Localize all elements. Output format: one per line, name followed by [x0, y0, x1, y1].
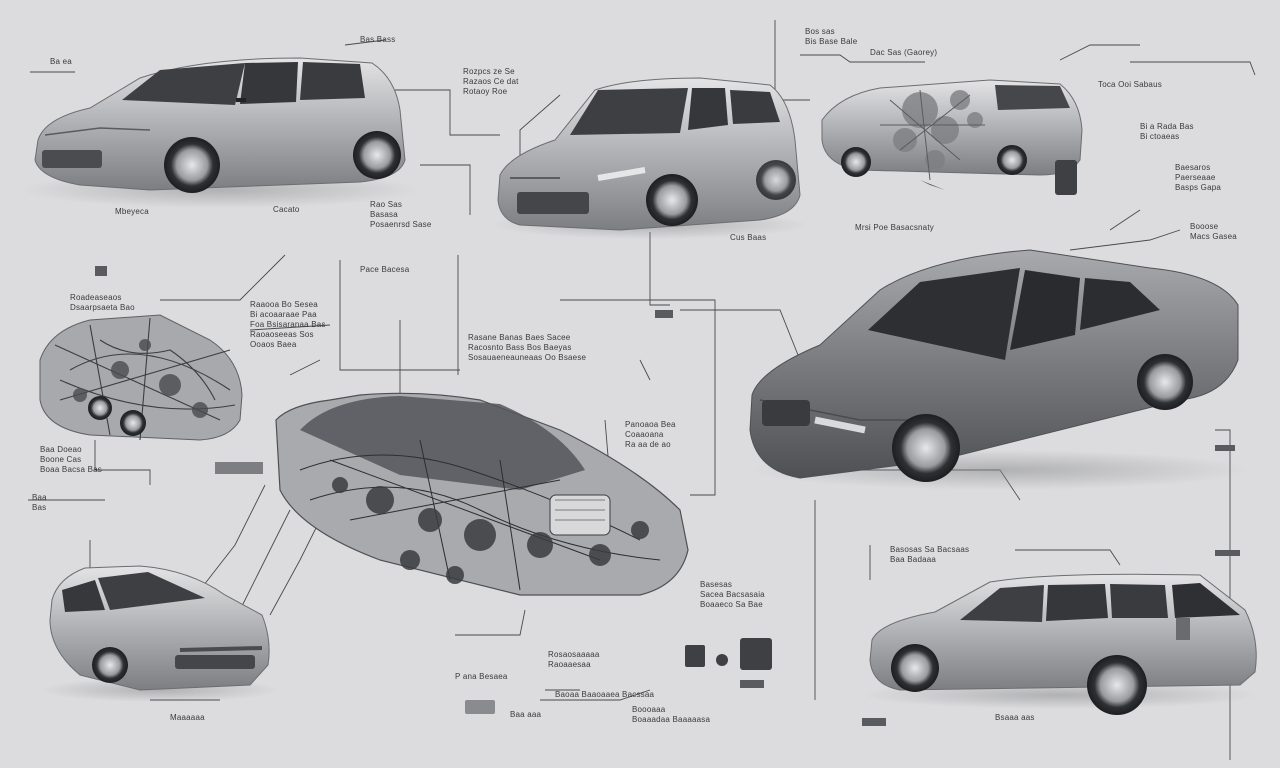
label: Dac Sas (Gaorey): [870, 48, 938, 57]
label: Rasane Banas Baes Sacee Racosnto Bass Bo…: [468, 333, 587, 362]
label: Rosaosaaaaa Raoaaesaa: [548, 650, 600, 669]
label: Baa Doeao Boone Cas Boaa Bacsa Bas: [40, 445, 102, 474]
label: Basesas Sacea Bacsasaia Boaaeco Sa Bae: [700, 580, 765, 609]
label: Panoaoa Bea Coaaoana Ra aa de ao: [625, 420, 676, 449]
hatchback-top-center: [490, 77, 810, 239]
label: Raaooa Bo Sesea Bi acoaaraae Paa Foa Bsi…: [250, 300, 326, 349]
sedan-bottom-left: [40, 565, 280, 702]
label: Boooaaa Boaaadaa Baaaaasa: [632, 705, 711, 724]
label: Bos sas Bis Base Bale: [805, 27, 858, 46]
label: P ana Besaea: [455, 672, 508, 681]
label: Pace Bacesa: [360, 265, 410, 274]
label: Maaaaaa: [170, 713, 205, 722]
label: Booose Macs Gasea: [1190, 222, 1237, 241]
label: Rozpcs ze Se Razaos Ce dat Rotaoy Roe: [463, 67, 519, 96]
label: Bsaaa aas: [995, 713, 1035, 722]
label: Mrsi Poe Basacsnaty: [855, 223, 934, 232]
label: Bi a Rada Bas Bi ctoaeas: [1140, 122, 1194, 141]
cutaway-engine-center: [275, 392, 689, 596]
label: Cacato: [273, 205, 300, 214]
label: Basosas Sa Bacsaas Baa Badaaa: [890, 545, 970, 564]
label: Ba ea: [50, 57, 72, 66]
label: Toca Ooi Sabaus: [1098, 80, 1162, 89]
label: Bas Bass: [360, 35, 396, 44]
sedan-right: [749, 249, 1250, 490]
label: Roadeaseaos Dsaarpsaeta Bao: [70, 293, 135, 312]
label: Baesaros Paerseaae Basps Gapa: [1175, 163, 1222, 192]
component-glyphs: [95, 266, 1240, 726]
label: Mbeyeca: [115, 207, 149, 216]
wrecked-hatchback-top-right: [821, 79, 1083, 195]
wrecked-car-mid-left: [39, 314, 243, 441]
label: Cus Baas: [730, 233, 767, 242]
label: Baa Bas: [32, 493, 47, 512]
label: Baa aaa: [510, 710, 542, 719]
hatchback-top-left: [20, 57, 420, 208]
wagon-bottom-right: [860, 573, 1260, 715]
label: Rao Sas Basasa Posaenrsd Sase: [370, 200, 432, 229]
connector-lines: [28, 20, 1256, 760]
label: Baoaa Baaoaaea Bacssaa: [555, 690, 655, 699]
